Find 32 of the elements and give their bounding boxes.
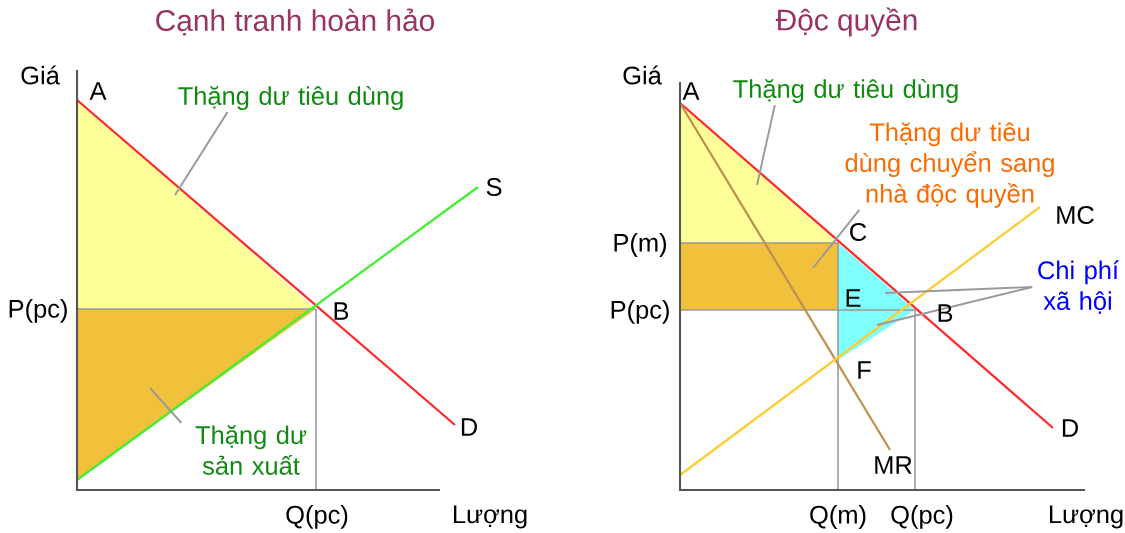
leader-line xyxy=(756,104,776,186)
axis-label: Lượng xyxy=(1049,505,1123,529)
axis-label: C xyxy=(850,222,867,241)
axis-label: B xyxy=(938,304,953,322)
axis-label: Giá xyxy=(21,65,60,85)
axis-label: Q(pc) xyxy=(891,505,953,529)
axis-label: MC xyxy=(1057,205,1094,224)
leader-line xyxy=(149,387,183,424)
annotation-text: Thặng dư tiêu dùng xyxy=(178,85,403,111)
axis-label: A xyxy=(89,82,107,100)
annotation-text: Thặng dư sản xuất xyxy=(195,425,307,475)
annotation-text: Chi phí xã hội xyxy=(1038,260,1119,314)
leader-line xyxy=(174,111,229,196)
axis-label: P(m) xyxy=(614,233,667,257)
annotation-text: Thặng dư tiêu dùng xyxy=(733,78,958,104)
shaded-rectangle xyxy=(680,243,838,310)
axis-label: Q(m) xyxy=(810,505,866,529)
leader-line xyxy=(812,208,861,269)
axis-label: B xyxy=(334,302,349,320)
shaded-triangle xyxy=(77,309,316,480)
axis-label: F xyxy=(858,361,871,379)
leader-line xyxy=(876,286,1034,326)
axis-label: Lượng xyxy=(453,505,527,529)
axis-label: S xyxy=(486,177,502,196)
axis-label: D xyxy=(1062,419,1078,437)
annotation-text: Thặng dư tiêu dùng chuyển sang nhà độc quyền xyxy=(845,122,1054,208)
axis-label: Giá xyxy=(623,65,662,85)
axis-label: MR xyxy=(875,456,912,474)
axis-label: E xyxy=(846,289,861,307)
shaded-triangle xyxy=(838,243,915,360)
axis-label: P(pc) xyxy=(9,299,67,323)
axis-label: D xyxy=(461,418,477,436)
